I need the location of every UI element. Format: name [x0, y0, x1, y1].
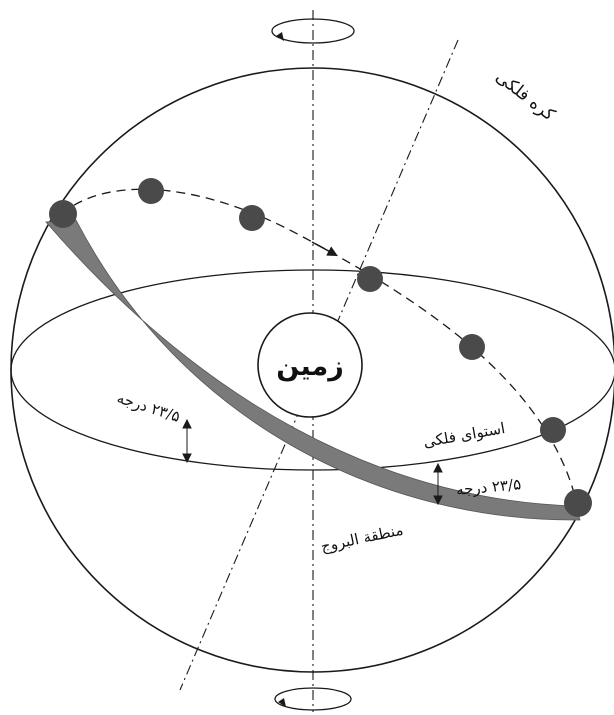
- sun-marker: [239, 205, 265, 231]
- sun-marker: [564, 489, 592, 517]
- sun-marker: [357, 266, 383, 292]
- earth-label: زمین: [276, 351, 344, 382]
- ecliptic-direction-arrow: [312, 242, 336, 255]
- celestial-sphere-label: کره فلکی: [492, 67, 559, 126]
- left-tilt-label: ۲۳/۵ درجه: [115, 389, 183, 426]
- ecliptic-band-label: منطقة البروج: [319, 521, 405, 556]
- sun-marker: [540, 417, 566, 443]
- left-tilt-indicator: [183, 420, 191, 462]
- celestial-equator-label: استوای فلکی: [422, 419, 506, 451]
- right-tilt-label: ۲۳/۵ درجه: [455, 475, 522, 499]
- sun-marker: [459, 334, 485, 360]
- sun-marker: [138, 178, 164, 204]
- top-rotation-arrow: [276, 32, 284, 41]
- sun-marker: [49, 200, 77, 228]
- right-tilt-indicator: [434, 464, 442, 504]
